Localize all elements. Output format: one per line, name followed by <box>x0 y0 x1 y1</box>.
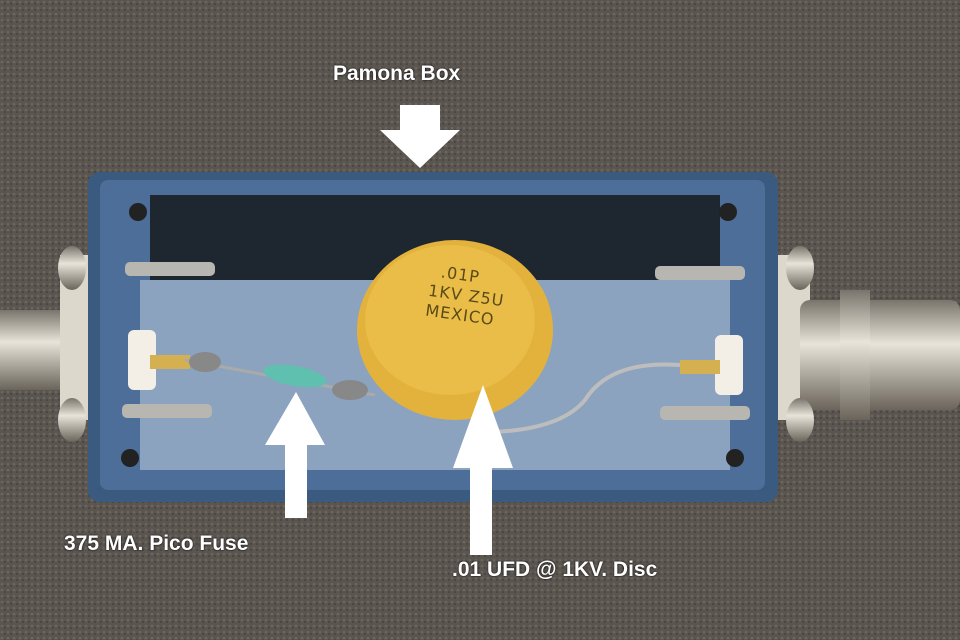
insulator-right <box>715 335 743 395</box>
box-label: Pamona Box <box>333 62 461 85</box>
disc-capacitor <box>357 240 553 420</box>
pico-fuse <box>184 352 376 400</box>
insulator-left <box>128 330 156 390</box>
arrow-capacitor-icon <box>453 385 513 555</box>
lead-wire <box>489 362 681 434</box>
pin-left <box>150 355 190 369</box>
pin-right <box>680 360 720 374</box>
capacitor-marking: .01P 1KV Z5U MEXICO <box>424 261 508 331</box>
capacitor-label: .01 UFD @ 1KV. Disc <box>452 558 658 581</box>
fuse-label: 375 MA. Pico Fuse <box>64 532 249 555</box>
arrow-box-icon <box>380 105 460 168</box>
screws <box>122 262 750 420</box>
arrow-fuse-icon <box>265 392 325 518</box>
